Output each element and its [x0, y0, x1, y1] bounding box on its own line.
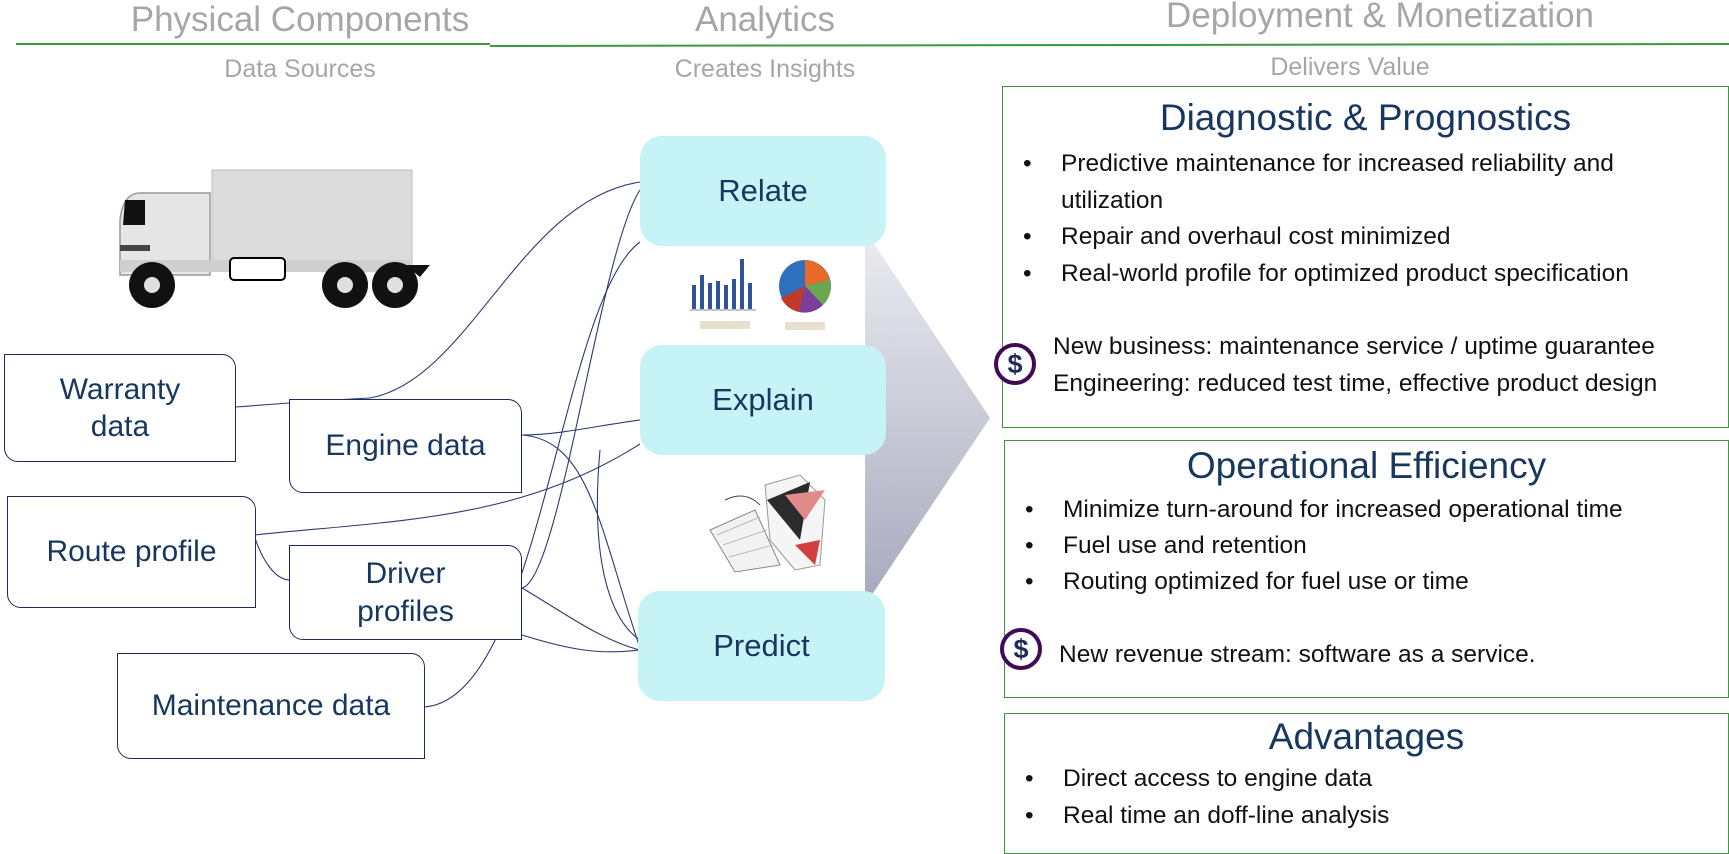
panel-diagnostic: Diagnostic & Prognostics • Predictive ma…	[1002, 86, 1729, 428]
monetization-text: New business: maintenance service / upti…	[1053, 333, 1655, 360]
source-engine-data[interactable]: Engine data	[289, 399, 522, 493]
bullet-icon: •	[1025, 532, 1034, 559]
dollar-icon: $	[994, 343, 1036, 385]
bullet-text: Direct access to engine data	[1063, 765, 1373, 792]
source-route-profile[interactable]: Route profile	[7, 496, 256, 608]
panel-operational-title: Operational Efficiency	[1186, 445, 1547, 486]
bullet-text: Routing optimized for fuel use or time	[1063, 568, 1469, 595]
bullet-text: Predictive maintenance for increased rel…	[1061, 150, 1614, 214]
bullet-icon: •	[1025, 802, 1034, 829]
subheader-analytics: Creates Insights	[674, 55, 856, 83]
analytics-predict[interactable]: Predict	[638, 591, 885, 701]
truck-icon	[119, 169, 430, 308]
source-warranty-data[interactable]: Warranty data	[4, 354, 236, 462]
panel-diagnostic-title: Diagnostic & Prognostics	[1159, 97, 1572, 138]
header-physical: Physical Components	[130, 0, 470, 39]
bullet-icon: •	[1023, 150, 1032, 177]
bullet-icon: •	[1023, 223, 1032, 250]
bar-chart-icon	[690, 259, 756, 329]
source-driver-profiles[interactable]: Driver profiles	[289, 545, 522, 640]
bullet-text: Repair and overhaul cost minimized	[1061, 223, 1451, 250]
subheader-deployment: Delivers Value	[1270, 53, 1430, 81]
bullet-icon: •	[1023, 260, 1032, 287]
header-deployment: Deployment & Monetization	[1166, 0, 1594, 35]
dollar-icon: $	[1000, 628, 1042, 670]
header-analytics: Analytics	[694, 0, 836, 39]
monetization-text: Engineering: reduced test time, effectiv…	[1053, 370, 1658, 397]
bullet-icon: •	[1025, 496, 1034, 523]
source-maintenance-data[interactable]: Maintenance data	[117, 653, 425, 759]
flow-arrow	[865, 230, 990, 605]
bullet-text: Real time an doff-line analysis	[1063, 802, 1390, 829]
analytics-relate[interactable]: Relate	[640, 136, 886, 246]
bullet-text: Fuel use and retention	[1063, 532, 1307, 559]
analytics-explain[interactable]: Explain	[640, 345, 886, 455]
header-divider	[16, 43, 1729, 47]
panel-advantages-title: Advantages	[1268, 716, 1465, 757]
monetization-text: New revenue stream: software as a servic…	[1059, 641, 1536, 668]
bullet-text: Minimize turn-around for increased opera…	[1063, 496, 1623, 523]
panel-operational: Operational Efficiency • Minimize turn-a…	[1004, 440, 1729, 698]
panel-advantages: Advantages • Direct access to engine dat…	[1004, 713, 1729, 854]
3d-graph-icon	[709, 474, 826, 573]
connection-lines	[235, 181, 641, 708]
bullet-text: Real-world profile for optimized product…	[1061, 260, 1629, 287]
subheader-physical: Data Sources	[224, 55, 376, 83]
bullet-icon: •	[1025, 765, 1034, 792]
pie-chart-icon	[779, 260, 831, 330]
bullet-icon: •	[1025, 568, 1034, 595]
